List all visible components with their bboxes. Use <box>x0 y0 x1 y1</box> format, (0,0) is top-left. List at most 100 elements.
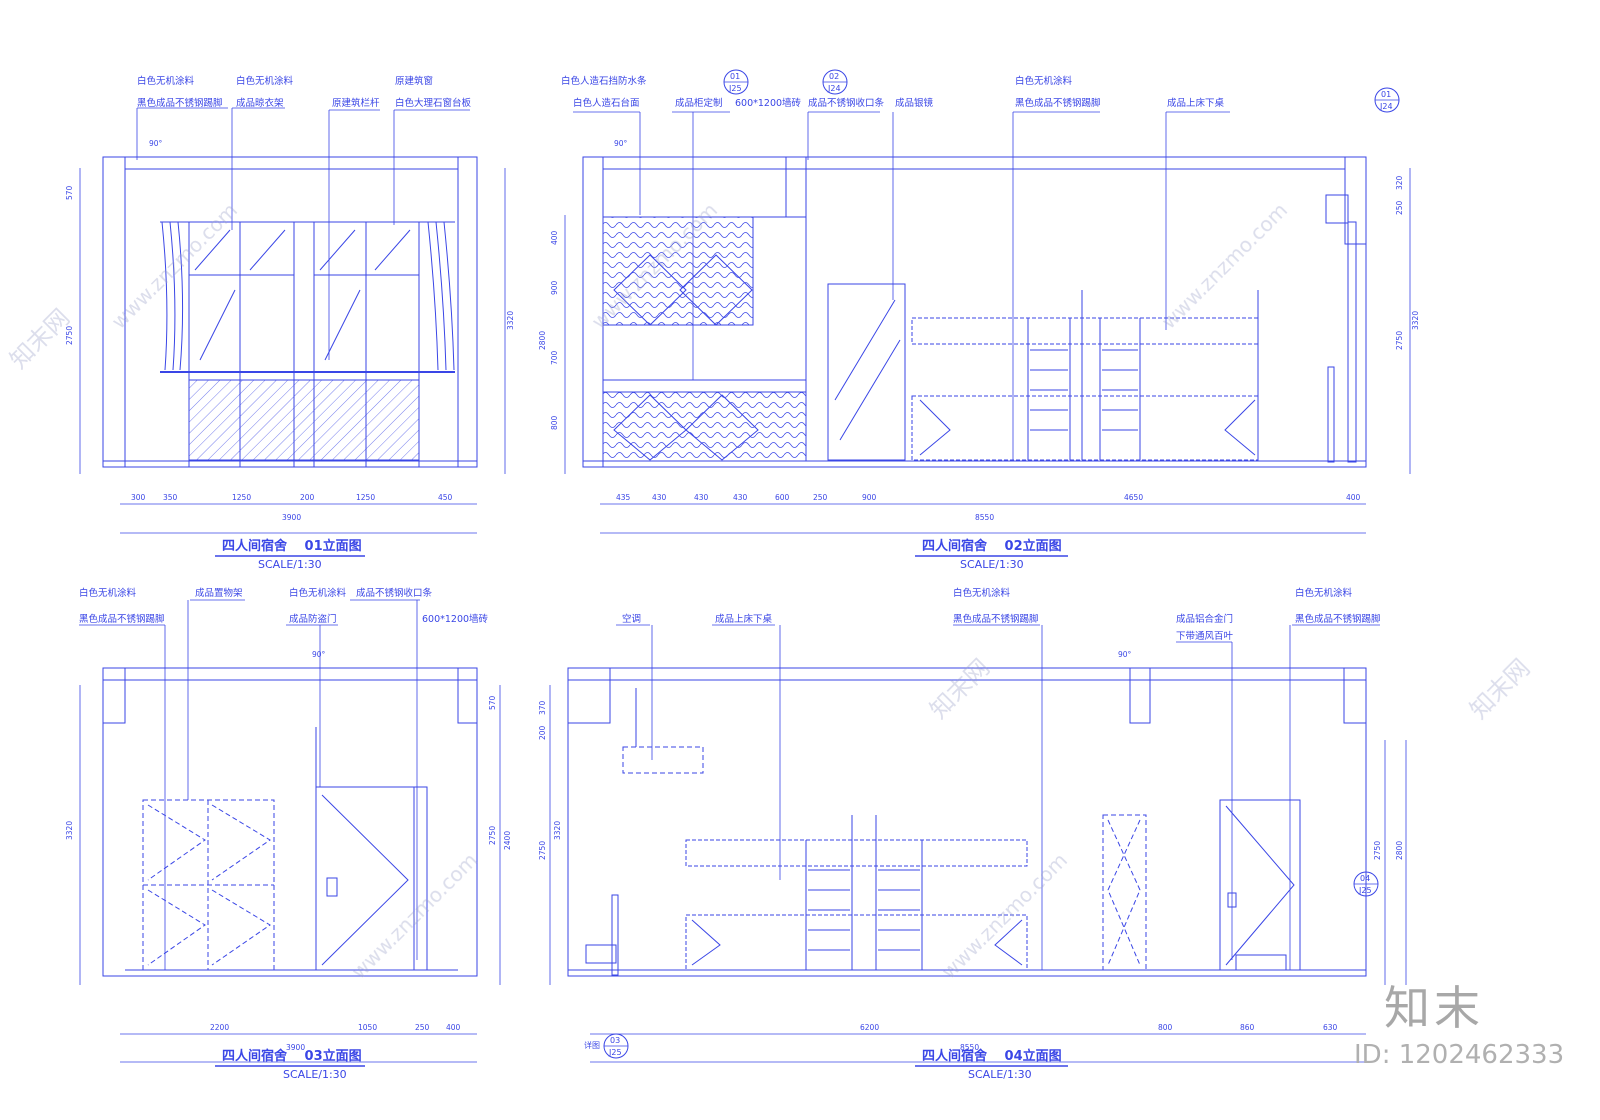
dim-label: 430 <box>694 493 709 502</box>
dim-label: 400 <box>1346 493 1361 502</box>
dim-label: 700 <box>550 350 559 365</box>
callout-label: 黑色成品不锈钢踢脚 <box>1295 613 1381 625</box>
callout-label: 成品不锈钢收口条 <box>808 97 885 109</box>
callout-label: 黑色成品不锈钢踢脚 <box>79 613 165 625</box>
dim-label: 800 <box>550 415 559 430</box>
dim-label: 1250 <box>232 493 251 502</box>
callout-label: 下带通风百叶 <box>1176 631 1234 642</box>
view-title: 四人间宿舍 01立面图 <box>222 538 362 554</box>
callout-label: 白色无机涂料 <box>1295 587 1353 599</box>
ref-bubble: 01 J24 <box>1374 87 1400 113</box>
dim-label: 570 <box>488 695 497 710</box>
dim-label: 430 <box>652 493 667 502</box>
watermark-site: www.znzmo.com <box>1157 198 1293 334</box>
dim-label: 3320 <box>65 821 74 840</box>
ref-sheet: J24 <box>827 84 841 93</box>
angle-mark: 90° <box>312 650 326 659</box>
dim-total: 8550 <box>975 513 994 522</box>
dim-label: 2800 <box>1395 841 1404 860</box>
dim-label: 2750 <box>1373 841 1382 860</box>
dim-total: 3900 <box>282 513 301 522</box>
dim-label: 600 <box>775 493 790 502</box>
view-01-dims: 300 350 1250 200 1250 450 3900 570 2750 … <box>65 185 515 522</box>
callout-label: 白色无机涂料 <box>289 587 347 599</box>
angle-mark: 90° <box>1118 650 1132 659</box>
ref-sheet: J25 <box>608 1048 622 1057</box>
dim-label: 320 <box>1395 175 1404 190</box>
dim-label: 630 <box>1323 1023 1338 1032</box>
dim-label: 1050 <box>358 1023 377 1032</box>
callout-label: 白色大理石窗台板 <box>395 97 472 109</box>
dim-label: 3320 <box>553 821 562 840</box>
elevation-view-03 <box>102 667 478 977</box>
callout-label: 成品晾衣架 <box>236 97 284 109</box>
callout-label: 空调 <box>622 613 641 625</box>
dim-label: 250 <box>415 1023 430 1032</box>
detail-label: 详图 <box>584 1040 600 1050</box>
view-scale: SCALE/1:30 <box>258 558 322 571</box>
ref-bubble: 03 J25 <box>603 1033 629 1059</box>
dim-label: 2750 <box>488 826 497 845</box>
elevation-view-01 <box>102 156 478 468</box>
dim-label: 2750 <box>65 326 74 345</box>
dim-label: 4650 <box>1124 493 1143 502</box>
view-title: 四人间宿舍 04立面图 <box>922 1048 1062 1064</box>
callout-label: 成品上床下桌 <box>715 613 773 625</box>
dim-label: 2750 <box>1395 331 1404 350</box>
dim-label: 430 <box>733 493 748 502</box>
dim-label: 2750 <box>538 841 547 860</box>
ref-bubble: 01 J25 <box>723 69 749 95</box>
watermark-brand: 知末网 <box>924 654 995 725</box>
dim-label: 570 <box>65 185 74 200</box>
callout-label: 原建筑窗 <box>395 75 433 87</box>
watermark-site: www.znzmo.com <box>107 198 243 334</box>
ref-sheet: J24 <box>1379 102 1393 111</box>
callout-label: 白色无机涂料 <box>137 75 195 87</box>
ref-number: 03 <box>610 1036 620 1045</box>
dim-label: 250 <box>1395 200 1404 215</box>
callout-label: 白色无机涂料 <box>79 587 137 599</box>
dim-label: 435 <box>616 493 631 502</box>
view-title: 四人间宿舍 03立面图 <box>222 1048 362 1064</box>
callout-label: 成品柜定制 <box>675 97 723 109</box>
dim-label: 400 <box>550 230 559 245</box>
callout-label: 白色无机涂料 <box>1015 75 1073 87</box>
ref-number: 01 <box>730 72 740 81</box>
view-scale: SCALE/1:30 <box>960 558 1024 571</box>
dim-label: 860 <box>1240 1023 1255 1032</box>
dim-label: 300 <box>131 493 146 502</box>
dimension-lines <box>79 168 1411 1063</box>
callout-label: 成品上床下桌 <box>1167 97 1225 109</box>
leader-lines <box>79 107 1380 970</box>
dim-label: 900 <box>550 280 559 295</box>
dim-label: 900 <box>862 493 877 502</box>
ref-number: 01 <box>1381 90 1391 99</box>
callout-label: 成品铝合金门 <box>1176 613 1233 625</box>
dim-label: 3320 <box>506 311 515 330</box>
callout-label: 白色无机涂料 <box>953 587 1011 599</box>
callout-label: 白色人造石挡防水条 <box>561 75 647 87</box>
callout-label: 成品防盗门 <box>289 613 337 625</box>
dim-label: 2800 <box>538 331 547 350</box>
callout-label: 白色人造石台面 <box>573 97 640 109</box>
view-02-dims: 435 430 430 430 600 250 900 4650 400 855… <box>538 175 1420 522</box>
angle-mark: 90° <box>149 139 163 148</box>
dim-label: 250 <box>813 493 828 502</box>
dim-total: 3900 <box>286 1043 305 1052</box>
callout-label: 白色无机涂料 <box>236 75 294 87</box>
dim-label: 800 <box>1158 1023 1173 1032</box>
ref-sheet: J25 <box>728 84 742 93</box>
dim-label: 370 <box>538 700 547 715</box>
dim-label: 2400 <box>503 831 512 850</box>
watermark-id: ID: 1202462333 <box>1354 1040 1565 1070</box>
dim-label: 200 <box>538 725 547 740</box>
ref-number: 02 <box>829 72 839 81</box>
callout-label: 成品银镜 <box>895 97 934 109</box>
angle-mark: 90° <box>614 139 628 148</box>
view-scale: SCALE/1:30 <box>968 1068 1032 1081</box>
dim-label: 400 <box>446 1023 461 1032</box>
view-scale: SCALE/1:30 <box>283 1068 347 1081</box>
ref-sheet: J25 <box>1358 886 1372 895</box>
watermark-brand: 知末网 <box>1464 654 1535 725</box>
